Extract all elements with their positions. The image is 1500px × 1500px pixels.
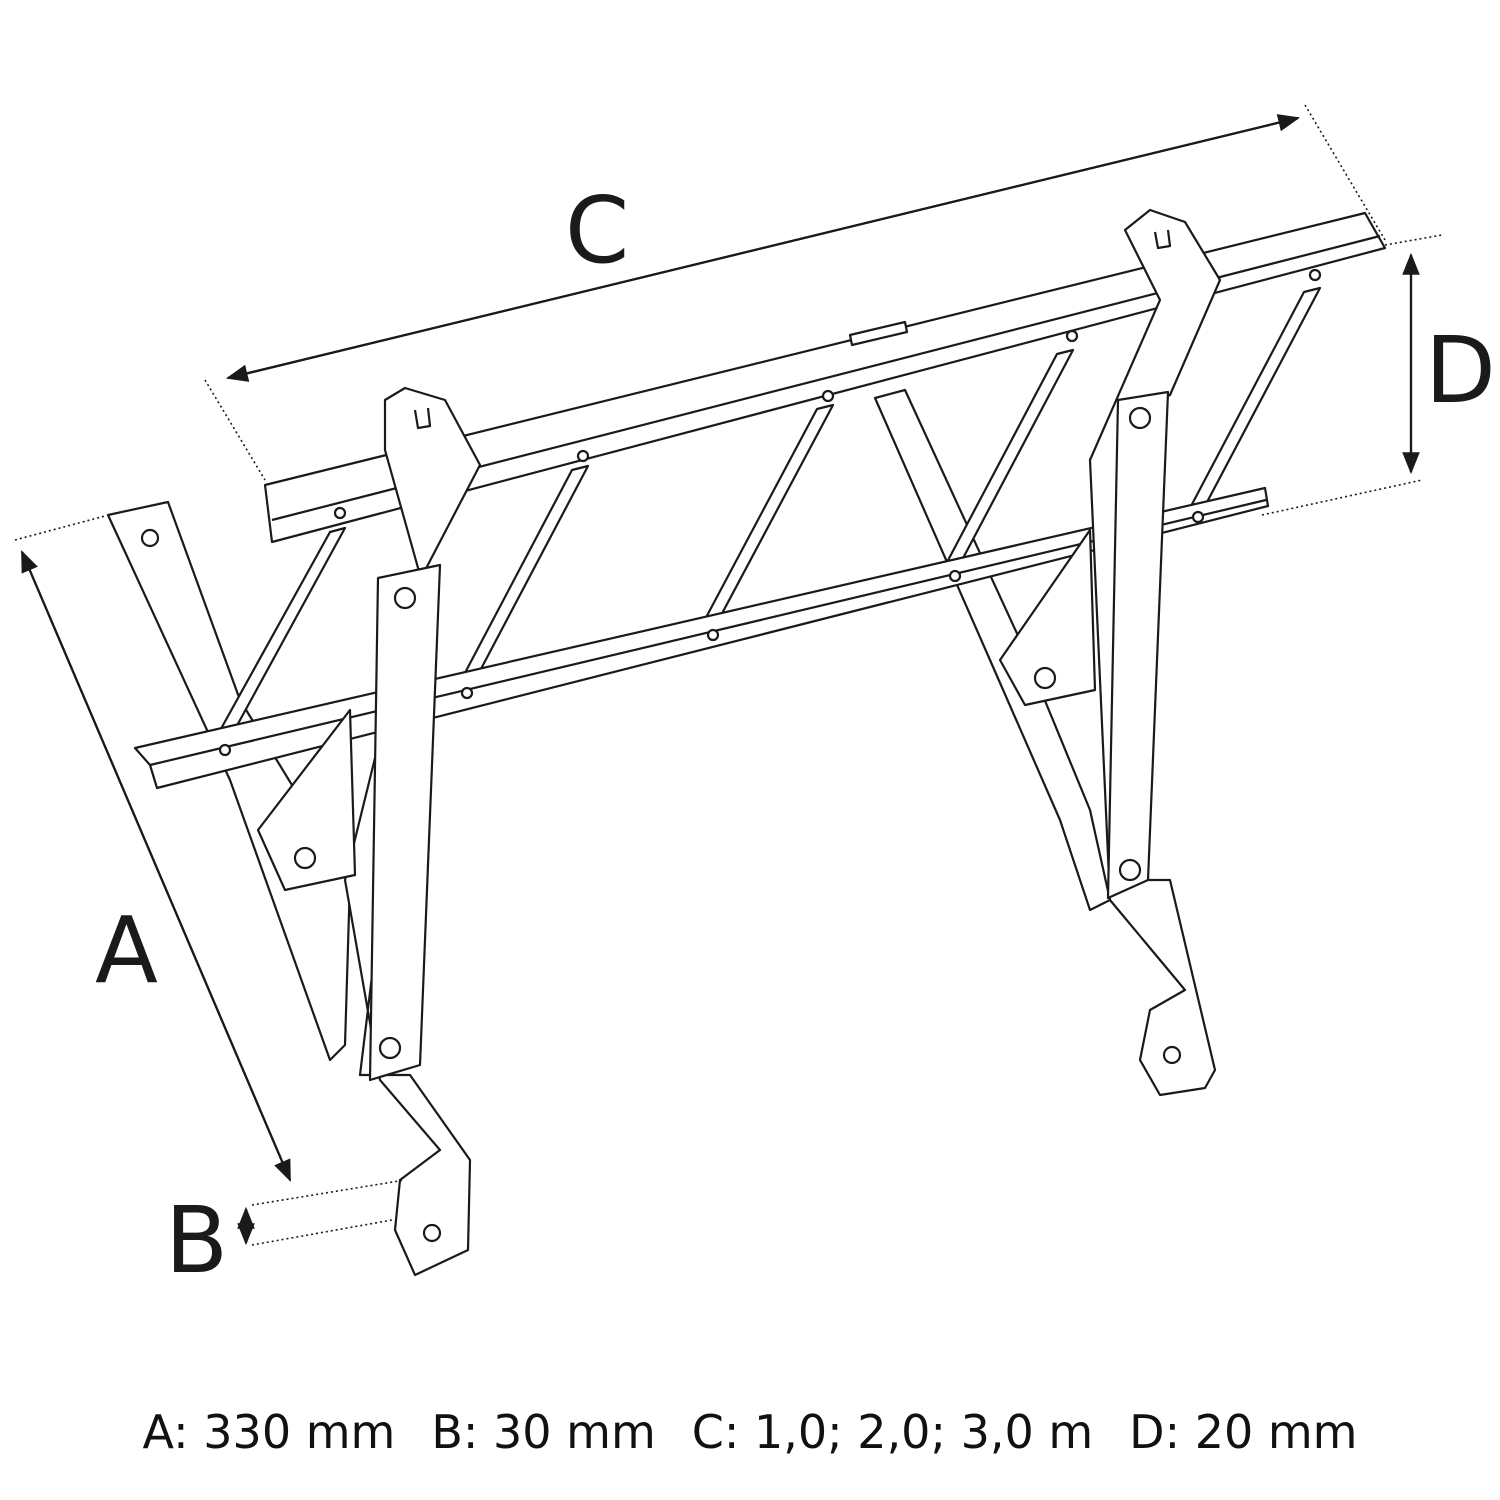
spec-a: A: 330 mm bbox=[142, 1405, 396, 1459]
bolt-hole bbox=[218, 743, 232, 757]
dimension-b bbox=[237, 1179, 406, 1246]
bolt-hole bbox=[378, 1036, 402, 1060]
left-back-strap bbox=[106, 500, 352, 1062]
rail-joint bbox=[848, 320, 909, 347]
right-front-bracket bbox=[998, 208, 1222, 1097]
bolt-hole bbox=[576, 449, 590, 463]
bolt-hole bbox=[422, 1223, 442, 1243]
rungs bbox=[210, 286, 1322, 747]
label-b: B bbox=[165, 1187, 229, 1294]
rung bbox=[943, 348, 1075, 568]
dimension-d bbox=[1261, 234, 1443, 516]
bolt-hole bbox=[460, 686, 474, 700]
label-d: D bbox=[1425, 317, 1496, 424]
bolt-hole bbox=[1162, 1045, 1182, 1065]
bolt-hole bbox=[393, 586, 417, 610]
spec-d: D: 20 mm bbox=[1129, 1405, 1358, 1459]
bolt-hole bbox=[293, 846, 317, 870]
dimension-a bbox=[14, 515, 292, 1183]
dimension-specs: A: 330 mm B: 30 mm C: 1,0; 2,0; 3,0 m D: 20… bbox=[0, 1405, 1500, 1459]
bolt-hole bbox=[821, 389, 835, 403]
bolt-hole bbox=[1065, 329, 1079, 343]
bolt-hole bbox=[1033, 666, 1057, 690]
spec-b: B: 30 mm bbox=[431, 1405, 656, 1459]
bolt-hole bbox=[1118, 858, 1142, 882]
bolt-hole bbox=[140, 528, 160, 548]
dimension-c bbox=[204, 104, 1386, 481]
label-a: A bbox=[95, 897, 158, 1004]
bolt-hole bbox=[1191, 510, 1205, 524]
rung bbox=[1188, 286, 1322, 510]
left-front-bracket bbox=[256, 386, 482, 1277]
hook-slot bbox=[413, 407, 432, 430]
hook-slot bbox=[1153, 229, 1172, 250]
bolt-hole bbox=[1128, 406, 1152, 430]
bolt-hole bbox=[333, 506, 347, 520]
bolt-hole bbox=[706, 628, 720, 642]
bolt-hole bbox=[1308, 268, 1322, 282]
label-c: C bbox=[565, 177, 630, 284]
spec-c: C: 1,0; 2,0; 3,0 m bbox=[691, 1405, 1094, 1459]
bolt-hole bbox=[948, 569, 962, 583]
